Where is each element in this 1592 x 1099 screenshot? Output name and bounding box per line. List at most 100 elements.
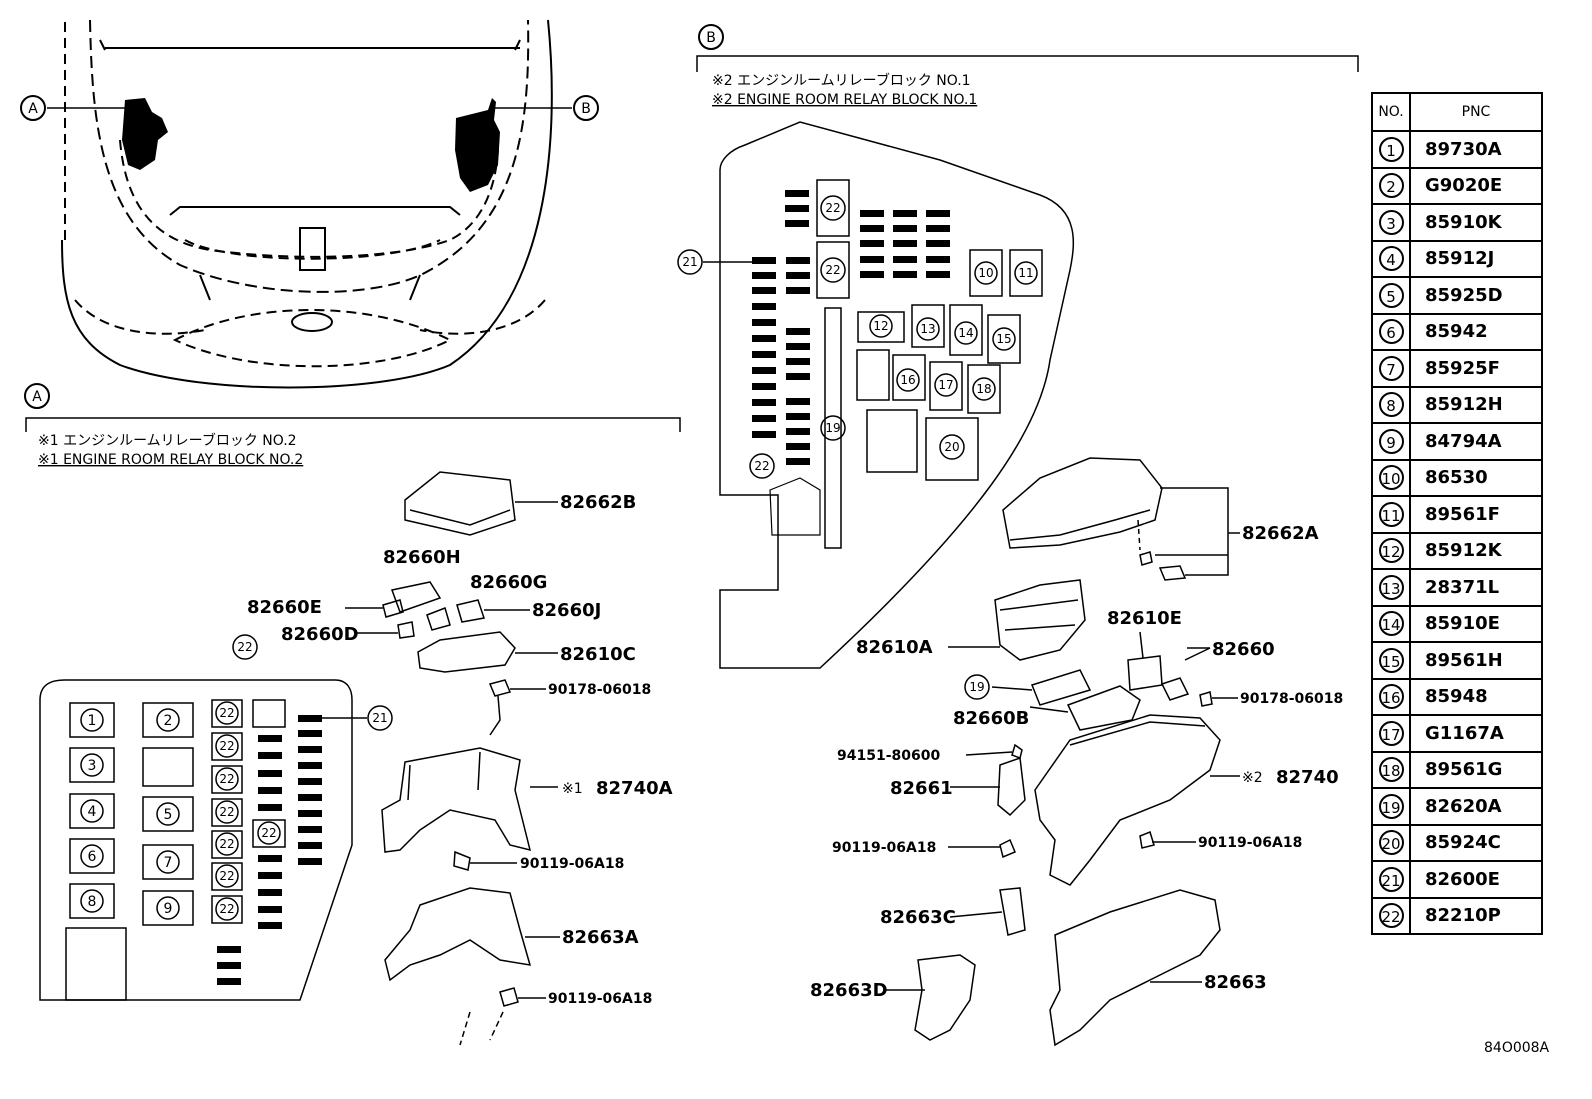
label-82610E: 82610E bbox=[1107, 608, 1182, 629]
row-pnc: 85912H bbox=[1409, 385, 1543, 424]
row-pnc: 85912K bbox=[1409, 531, 1543, 570]
row-number-circle: 14 bbox=[1378, 611, 1404, 637]
label-90119-06A18-a2: 90119-06A18 bbox=[548, 991, 652, 1007]
label-82663C: 82663C bbox=[880, 907, 956, 928]
row-pnc: 84794A bbox=[1409, 422, 1543, 461]
callout-a-8: 8 bbox=[88, 894, 97, 910]
label-82660H: 82660H bbox=[383, 547, 461, 568]
row-pnc: 85925F bbox=[1409, 349, 1543, 388]
row-number-circle: 7 bbox=[1378, 355, 1404, 381]
label-82610C: 82610C bbox=[560, 644, 636, 665]
section-a-part-labels: 82662B 82660H 82660G 82660E 82660J 82660… bbox=[247, 492, 673, 1007]
callout-a-6: 6 bbox=[88, 849, 97, 865]
callout-a-9: 9 bbox=[164, 901, 173, 917]
callout-b-15: 15 bbox=[996, 332, 1011, 346]
header-pnc: PNC bbox=[1409, 92, 1543, 132]
row-number: 16 bbox=[1371, 677, 1411, 716]
section-b-note-jp: ※2 エンジンルームリレーブロック NO.1 bbox=[712, 72, 971, 89]
row-number-circle: 19 bbox=[1378, 793, 1404, 819]
label-90119-06A18-b1: 90119-06A18 bbox=[832, 840, 936, 856]
row-number: 14 bbox=[1371, 604, 1411, 643]
label-82660D: 82660D bbox=[281, 624, 359, 645]
callout-a-4: 4 bbox=[88, 804, 97, 820]
row-number: 8 bbox=[1371, 385, 1411, 424]
section-b-note-en: ※2 ENGINE ROOM RELAY BLOCK NO.1 bbox=[712, 92, 977, 108]
section-a-note-jp: ※1 エンジンルームリレーブロック NO.2 bbox=[38, 432, 297, 449]
label-82610A: 82610A bbox=[856, 637, 933, 658]
row-number: 13 bbox=[1371, 568, 1411, 607]
callout-a-22: 22 bbox=[219, 902, 234, 916]
row-number-circle: 18 bbox=[1378, 757, 1404, 783]
row-number: 15 bbox=[1371, 641, 1411, 680]
label-90119-06A18-a1: 90119-06A18 bbox=[520, 856, 624, 872]
callout-a-22: 22 bbox=[219, 837, 234, 851]
row-number: 9 bbox=[1371, 422, 1411, 461]
row-pnc: 89561H bbox=[1409, 641, 1543, 680]
row-pnc: 86530 bbox=[1409, 458, 1543, 497]
row-number: 4 bbox=[1371, 239, 1411, 278]
label-82660G: 82660G bbox=[470, 572, 547, 593]
callout-b-14: 14 bbox=[958, 326, 973, 340]
label-82660E: 82660E bbox=[247, 597, 322, 618]
label-82740: 82740 bbox=[1276, 767, 1339, 788]
row-number-circle: 9 bbox=[1378, 428, 1404, 454]
callout-a-22: 22 bbox=[219, 772, 234, 786]
section-a-leaders bbox=[345, 501, 560, 999]
row-number-circle: 11 bbox=[1378, 501, 1404, 527]
callout-a-21: 21 bbox=[372, 711, 387, 725]
callout-a-22-loose: 22 bbox=[237, 640, 252, 654]
section-a-note-en: ※1 ENGINE ROOM RELAY BLOCK NO.2 bbox=[38, 452, 303, 468]
vehicle-overview bbox=[61, 19, 553, 389]
callout-b-17: 17 bbox=[938, 378, 953, 392]
label-82662A: 82662A bbox=[1242, 523, 1319, 544]
row-number: 18 bbox=[1371, 750, 1411, 789]
row-number: 5 bbox=[1371, 276, 1411, 315]
row-number: 17 bbox=[1371, 714, 1411, 753]
row-pnc: 85925D bbox=[1409, 276, 1543, 315]
row-number-circle: 6 bbox=[1378, 319, 1404, 345]
relay-block-a-location bbox=[122, 98, 168, 170]
section-b-part-labels: 19 82662A 82610E 82610A 82660 82660B 901… bbox=[810, 523, 1343, 1001]
row-pnc: 85948 bbox=[1409, 677, 1543, 716]
row-number-circle: 1 bbox=[1378, 136, 1404, 162]
section-a-callouts: 1 3 4 6 8 2 5 7 9 22 22 22 22 22 22 22 2… bbox=[80, 634, 393, 921]
row-pnc: 85910K bbox=[1409, 203, 1543, 242]
label-82660B: 82660B bbox=[953, 708, 1029, 729]
section-b-parts bbox=[914, 457, 1221, 1047]
cover-82662B bbox=[404, 471, 516, 536]
row-number: 21 bbox=[1371, 860, 1411, 899]
relay-block-b-location bbox=[455, 98, 500, 192]
row-number: 1 bbox=[1371, 130, 1411, 169]
row-pnc: 82620A bbox=[1409, 787, 1543, 826]
callout-b-10: 10 bbox=[978, 266, 993, 280]
row-number: 7 bbox=[1371, 349, 1411, 388]
row-number-circle: 5 bbox=[1378, 282, 1404, 308]
row-number: 22 bbox=[1371, 896, 1411, 935]
row-number-circle: 15 bbox=[1378, 647, 1404, 673]
row-number-circle: 4 bbox=[1378, 246, 1404, 272]
label-90178-06018-a: 90178-06018 bbox=[548, 682, 651, 698]
row-number: 20 bbox=[1371, 823, 1411, 862]
row-pnc: 89561G bbox=[1409, 750, 1543, 789]
row-number: 2 bbox=[1371, 166, 1411, 205]
section-b-leaders bbox=[885, 487, 1240, 991]
section-a-parts bbox=[381, 471, 532, 1046]
row-pnc: 89561F bbox=[1409, 495, 1543, 534]
callout-b-20: 20 bbox=[944, 440, 959, 454]
section-a-marker: A bbox=[32, 389, 42, 405]
callout-a-1: 1 bbox=[88, 713, 97, 729]
